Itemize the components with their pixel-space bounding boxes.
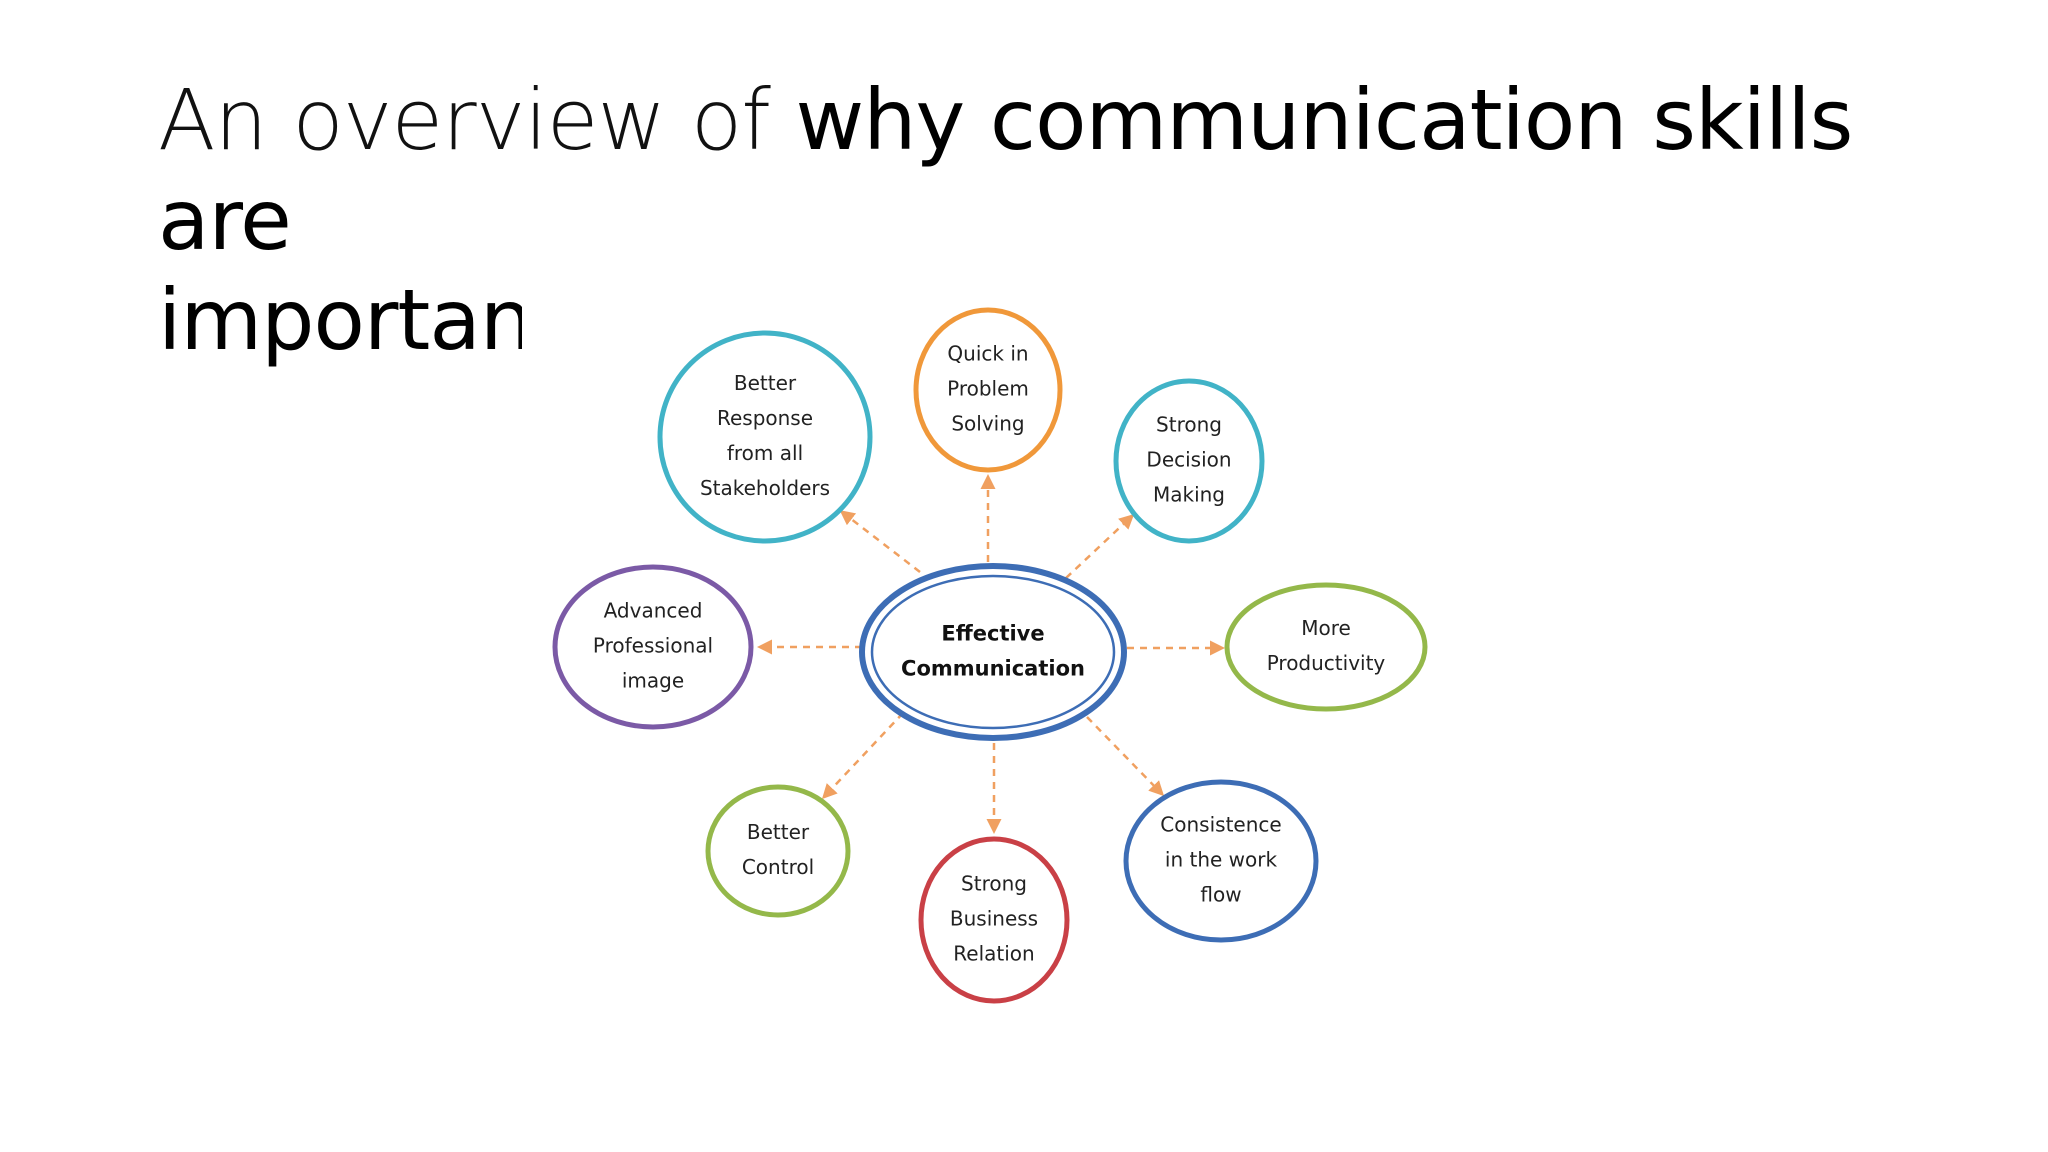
node-consistence-work-flow-ellipse xyxy=(1123,779,1319,943)
node-more-productivity-label-line-2: Productivity xyxy=(1267,651,1386,675)
title-bold-text-line2: important xyxy=(158,271,565,369)
node-better-control-ellipse xyxy=(705,784,851,918)
arrow-to-consistence-work-flow xyxy=(1086,716,1165,797)
hub-label-line-1: Effective xyxy=(941,622,1044,646)
slide-title: An overview of why communication skills … xyxy=(158,70,1918,370)
node-quick-problem-solving-label-line-1: Quick in xyxy=(947,342,1028,366)
arrow-to-better-response xyxy=(839,510,921,573)
node-consistence-work-flow: Consistence in the work flow xyxy=(1123,779,1319,943)
node-quick-problem-solving-label-line-3: Solving xyxy=(951,412,1024,436)
node-better-response-label-line-4: Stakeholders xyxy=(700,476,830,500)
node-strong-business-relation-label-line-2: Business xyxy=(950,907,1038,931)
node-strong-business-relation-label-line-3: Relation xyxy=(953,942,1034,966)
arrow-to-better-control xyxy=(821,712,904,800)
node-strong-decision-making-label-line-3: Making xyxy=(1153,483,1225,507)
node-advanced-professional-image-ellipse xyxy=(552,564,754,730)
node-quick-problem-solving-ellipse xyxy=(913,307,1063,473)
node-better-response-label-line-3: from all xyxy=(727,441,803,465)
node-better-control-label-line-2: Control xyxy=(742,855,814,879)
arrows-layer xyxy=(757,474,1225,834)
title-light-text: An overview of xyxy=(158,71,796,169)
title-bold-text-line1: why communication skills are xyxy=(158,71,1853,269)
node-consistence-work-flow-label-line-3: flow xyxy=(1200,883,1241,907)
node-consistence-work-flow-label-line-1: Consistence xyxy=(1160,813,1281,837)
node-better-control-label-line-1: Better xyxy=(747,820,810,844)
node-quick-problem-solving-label-line-2: Problem xyxy=(947,377,1029,401)
node-advanced-professional-image-label-line-1: Advanced xyxy=(604,599,703,623)
hub-label-line-2: Communication xyxy=(901,657,1085,681)
node-strong-business-relation-label-line-1: Strong xyxy=(961,872,1027,896)
node-advanced-professional-image-label-line-2: Professional xyxy=(593,634,713,658)
node-strong-decision-making-label-line-2: Decision xyxy=(1146,448,1231,472)
node-more-productivity-label-line-1: More xyxy=(1301,616,1351,640)
node-better-response-label-line-2: Response xyxy=(717,406,813,430)
node-better-response-label-line-1: Better xyxy=(734,371,797,395)
node-strong-decision-making-ellipse xyxy=(1113,378,1265,544)
node-consistence-work-flow-label-line-2: in the work xyxy=(1165,848,1278,872)
arrow-to-strong-decision-making xyxy=(1065,513,1135,579)
hub-inner-ring xyxy=(870,574,1116,730)
node-strong-decision-making-label-line-1: Strong xyxy=(1156,413,1222,437)
node-better-response-ellipse xyxy=(657,330,873,544)
node-more-productivity-ellipse xyxy=(1224,582,1428,712)
node-advanced-professional-image-label-line-3: image xyxy=(622,669,684,693)
node-strong-business-relation-ellipse xyxy=(918,836,1070,1004)
